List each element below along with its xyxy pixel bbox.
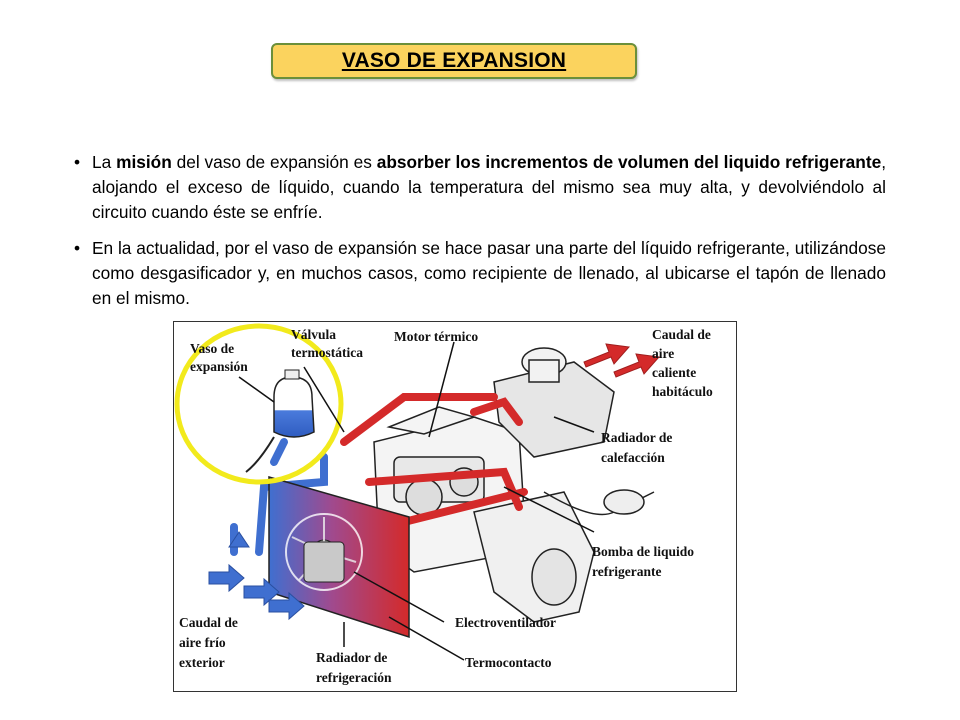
expansion-tank [245, 369, 315, 473]
diagram-labels: Vaso de expansión Válvula termostática M… [179, 327, 713, 685]
label-caudal-caliente: caliente [652, 365, 696, 380]
bullet-item: • La misión del vaso de expansión es abs… [74, 150, 886, 225]
label-vaso: expansión [190, 359, 248, 374]
diagram-svg: Vaso de expansión Válvula termostática M… [174, 323, 713, 685]
label-valvula: Válvula [291, 327, 336, 342]
label-vaso: Vaso de [190, 341, 234, 356]
bullet-list: • La misión del vaso de expansión es abs… [74, 150, 886, 322]
bullet-segment: La [92, 152, 117, 172]
highlight-circle [174, 323, 344, 485]
bullet-segment: , alojando el exceso de líquido, cuando … [92, 152, 886, 222]
cold-air-arrows [208, 531, 305, 621]
label-electroventilador: Electroventilador [455, 615, 556, 630]
bullet-dot: • [74, 152, 81, 172]
label-radiador-calefaccion: calefacción [601, 450, 665, 465]
label-caudal-frio: Caudal de [179, 615, 238, 630]
label-radiador-calefaccion: Radiador de [601, 430, 672, 445]
label-bomba: refrigerante [592, 564, 661, 579]
label-radiador-refrigeracion: Radiador de [316, 650, 387, 665]
bullet-segment: misión [116, 152, 172, 172]
label-caudal-caliente: aire [652, 346, 674, 361]
radiator [268, 476, 410, 639]
label-caudal-caliente: Caudal de [652, 327, 711, 342]
page-title: VASO DE EXPANSION [341, 49, 567, 72]
hot-pipes [340, 393, 528, 526]
bullet-segment: del vaso de expansión es [171, 152, 377, 172]
label-radiador-refrigeracion: refrigeración [316, 670, 392, 685]
bullet-text: La misión del vaso de expansión es absor… [92, 152, 886, 222]
bullet-text: En la actualidad, por el vaso de expansi… [92, 238, 886, 308]
label-termocontacto: Termocontacto [465, 655, 552, 670]
bullet-item: • En la actualidad, por el vaso de expan… [74, 236, 886, 311]
label-caudal-frio: exterior [179, 655, 225, 670]
bullet-dot: • [74, 238, 81, 258]
title-banner: VASO DE EXPANSION [271, 43, 637, 79]
heater-box [493, 347, 615, 458]
exhaust [543, 489, 655, 516]
gearbox [473, 491, 595, 623]
label-motor: Motor térmico [394, 329, 478, 344]
label-caudal-caliente: habitáculo [652, 384, 713, 399]
leader-lines [238, 341, 595, 661]
label-caudal-frio: aire frío [179, 635, 226, 650]
hot-air-arrows [583, 343, 660, 378]
bullet-segment: absorber los incrementos de volumen del … [376, 152, 882, 172]
label-bomba: Bomba de liquido [592, 544, 694, 559]
bullet-segment: En la actualidad, por el vaso de expansi… [92, 238, 886, 308]
cooling-system-diagram: Vaso de expansión Válvula termostática M… [173, 321, 737, 692]
label-valvula: termostática [291, 345, 363, 360]
